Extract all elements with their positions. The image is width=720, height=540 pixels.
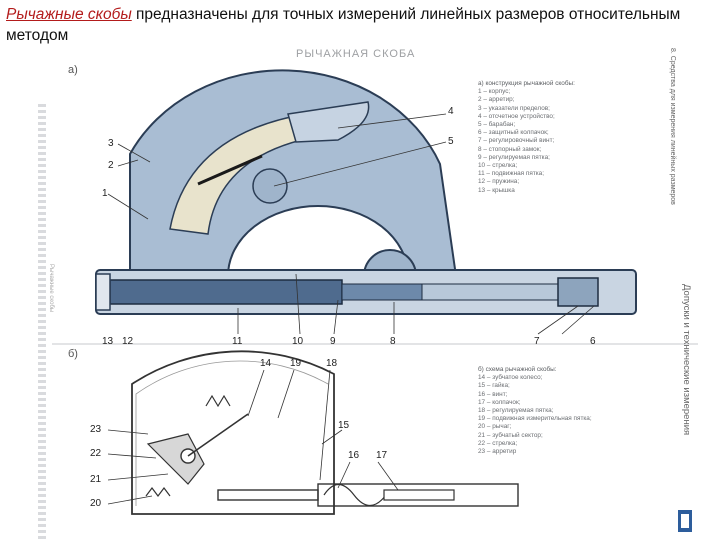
part-number: 22 xyxy=(90,448,102,459)
legend-a-title: а) конструкция рычажной скобы: xyxy=(478,80,575,87)
legend-b-title: б) схема рычажной скобы: xyxy=(478,366,557,373)
part-number: 1 xyxy=(102,188,108,199)
legend-item: 6 – защитный колпачок; xyxy=(478,129,549,137)
part-number: 23 xyxy=(90,424,102,435)
part-number: 2 xyxy=(108,160,114,171)
legend-item: 16 – винт; xyxy=(478,390,508,398)
part-number: 7 xyxy=(534,336,540,347)
part-number: 17 xyxy=(376,450,388,461)
figure-title: РЫЧАЖНАЯ СКОБА xyxy=(296,48,416,60)
legend-item: 13 – крышка xyxy=(478,186,515,194)
publisher-logo-icon xyxy=(678,510,692,532)
schematic-needle xyxy=(187,413,249,457)
legend-item: 10 – стрелка; xyxy=(478,162,518,170)
legend-item: 7 – регулировочный винт; xyxy=(478,137,555,145)
legend-b: б) схема рычажной скобы: 14 – зубчатое к… xyxy=(478,366,666,456)
part-number: 10 xyxy=(292,336,304,347)
part-number: 4 xyxy=(448,106,454,117)
legend-item: 15 – гайка; xyxy=(478,382,510,390)
left-strip-text: Рычажные скобы xyxy=(48,264,54,313)
legend-item: 20 – рычаг; xyxy=(478,423,512,431)
gear-sector xyxy=(146,433,205,485)
slide-heading: Рычажные скобы предназначены для точных … xyxy=(6,4,718,46)
panel-a-label: а) xyxy=(68,64,78,76)
legend-item: 9 – регулируемая пятка; xyxy=(478,153,550,161)
part-number: 15 xyxy=(338,420,350,431)
legend-item: 18 – регулируемая пятка; xyxy=(478,407,554,415)
panel-b-label: б) xyxy=(68,348,78,360)
schematic-adjust-heel xyxy=(317,483,519,507)
part-number: 21 xyxy=(90,474,102,485)
legend-item: 23 – арретир xyxy=(478,448,517,456)
drum-circle xyxy=(252,168,288,204)
legend-item: 3 – указатели пределов; xyxy=(478,104,550,112)
lever-bracket-drawing xyxy=(52,69,698,515)
part-number: 18 xyxy=(326,358,338,369)
part-number: 3 xyxy=(108,138,114,149)
schematic-heel xyxy=(217,489,319,501)
part-number: 9 xyxy=(330,336,336,347)
side-text-book: Допуски и технические измерения xyxy=(681,284,692,436)
part-number: 11 xyxy=(232,336,243,347)
part-number: 16 xyxy=(348,450,360,461)
bracket-opening xyxy=(226,205,410,277)
legend-item: 4 – отсчетное устройство; xyxy=(478,112,555,120)
part-number: 14 xyxy=(260,358,272,369)
legend-item: 21 – зубчатый сектор; xyxy=(478,431,543,439)
legend-item: 8 – стопорный замок; xyxy=(478,145,542,153)
legend-item: 5 – барабан; xyxy=(478,121,516,129)
adjustable-heel xyxy=(421,283,563,301)
part-number: 5 xyxy=(448,136,454,147)
part-number: 12 xyxy=(122,336,134,347)
cap xyxy=(557,277,599,307)
heading-rest: предназначены для точных измерений линей… xyxy=(6,6,681,44)
part-number: 8 xyxy=(390,336,396,347)
legend-item: 14 – зубчатое колесо; xyxy=(478,374,543,382)
heading-lead: Рычажные скобы xyxy=(6,6,132,23)
part-number: 19 xyxy=(290,358,302,369)
legend-a: а) конструкция рычажной скобы: 1 – корпу… xyxy=(478,80,656,195)
side-text-chapter: 8. Средства для измерения линейных разме… xyxy=(669,48,676,205)
lever-bracket-figure: РЫЧАЖНАЯ СКОБА а) б) 1 2 3 4 5 6 7 8 9 1… xyxy=(38,44,720,540)
legend-item: 2 – арретир; xyxy=(478,96,515,104)
part-number: 20 xyxy=(90,498,102,509)
legend-item: 17 – колпачок; xyxy=(478,398,521,406)
legend-item: 19 – подвижная измерительная пятка; xyxy=(478,415,592,423)
pointer-needle xyxy=(197,154,263,186)
legend-item: 22 – стрелка; xyxy=(478,439,518,447)
legend-item: 12 – пружина; xyxy=(478,178,520,186)
legend-item: 1 – корпус; xyxy=(478,88,511,96)
part-number: 6 xyxy=(590,336,596,347)
legend-item: 11 – подвижная пятка; xyxy=(478,170,545,178)
moving-heel xyxy=(109,279,343,305)
part-number: 13 xyxy=(102,336,114,347)
left-strip-decoration xyxy=(38,104,46,540)
